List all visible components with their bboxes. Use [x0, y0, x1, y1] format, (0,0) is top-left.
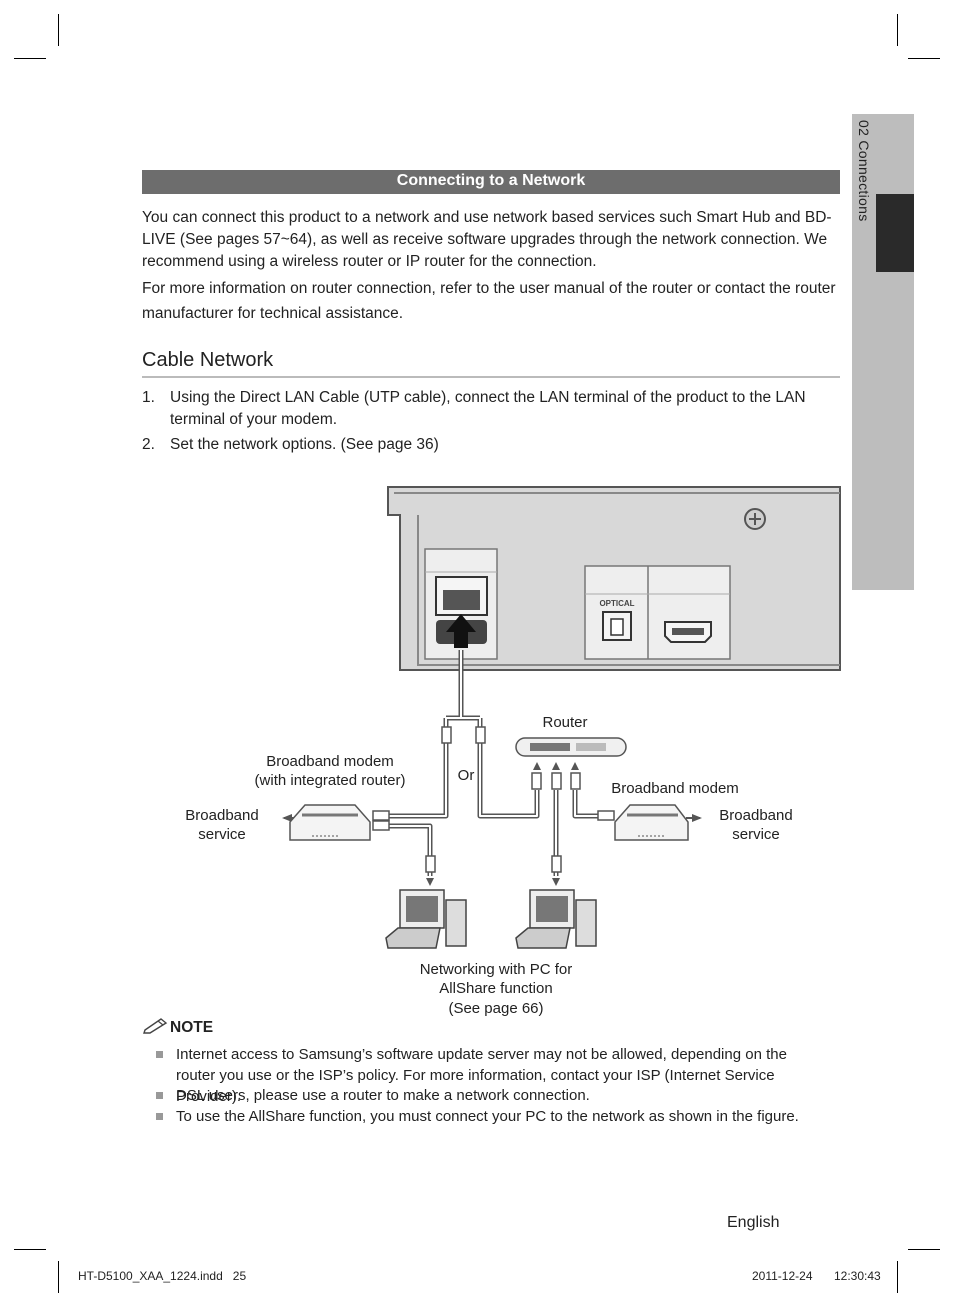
- crop-mark: [897, 1261, 898, 1293]
- lan-cable: [383, 650, 605, 876]
- intro-paragraph-2: For more information on router connectio…: [142, 280, 836, 322]
- pc-icon: [385, 889, 467, 949]
- chapter-label: 02 Connections: [856, 120, 872, 222]
- broadband-service-left-line1: Broadband: [185, 807, 259, 824]
- pc-caption-line2: AllShare function: [439, 980, 553, 997]
- crop-mark: [908, 58, 940, 59]
- note-pencil-icon: [143, 1018, 168, 1034]
- chapter-marker: [876, 194, 914, 272]
- modem-integrated-label-line2: (with integrated router): [254, 772, 406, 789]
- optical-port-icon: [602, 611, 632, 641]
- bullet-icon: [156, 1051, 163, 1058]
- note-item: DSL users, please use a router to make a…: [156, 1085, 826, 1106]
- note-text: DSL users, please use a router to make a…: [176, 1087, 590, 1104]
- broadband-service-right-line2: service: [732, 826, 780, 843]
- chapter-side-tab: 02 Connections: [852, 114, 914, 590]
- step-text: Using the Direct LAN Cable (UTP cable), …: [170, 389, 806, 428]
- footer-date: 2011-12-24: [752, 1269, 813, 1283]
- note-text: Internet access to Samsung’s software up…: [176, 1046, 787, 1105]
- crop-mark: [14, 58, 46, 59]
- step-item: 2. Set the network options. (See page 36…: [142, 434, 822, 456]
- note-text: To use the AllShare function, you must c…: [176, 1108, 799, 1125]
- or-label: Or: [457, 767, 475, 784]
- bullet-icon: [156, 1113, 163, 1120]
- crop-mark: [908, 1249, 940, 1250]
- note-title-text: NOTE: [170, 1019, 214, 1036]
- pc-icon: [515, 889, 597, 949]
- router-icon: [515, 737, 627, 757]
- optical-port-label: OPTICAL: [599, 599, 634, 608]
- broadband-service-left-line2: service: [198, 826, 246, 843]
- broadband-modem-label: Broadband modem: [611, 780, 739, 797]
- note-title: NOTE: [170, 1019, 213, 1037]
- broadband-service-right-line1: Broadband: [719, 807, 793, 824]
- crop-mark: [58, 14, 59, 46]
- section-title: Connecting to a Network: [142, 170, 840, 194]
- pc-caption-line3: (See page 66): [448, 1000, 544, 1017]
- modem-integrated-label-line1: Broadband modem: [266, 753, 394, 770]
- step-number: 2.: [142, 436, 155, 453]
- crop-mark: [14, 1249, 46, 1250]
- cable-network-heading: Cable Network: [142, 349, 840, 378]
- step-number: 1.: [142, 389, 155, 406]
- note-item: To use the AllShare function, you must c…: [156, 1106, 826, 1127]
- crop-mark: [897, 14, 898, 46]
- footer-time: 12:30:43: [834, 1269, 881, 1283]
- modem-integrated-router-icon: [289, 804, 371, 841]
- bullet-icon: [156, 1092, 163, 1099]
- footer-file: HT-D5100_XAA_1224.indd 25: [78, 1269, 247, 1283]
- router-label: Router: [542, 714, 588, 731]
- intro-paragraph-1: You can connect this product to a networ…: [142, 209, 832, 270]
- rj45-connector-icon: [372, 726, 615, 873]
- note-item: Internet access to Samsung’s software up…: [156, 1044, 826, 1105]
- pc-caption-line1: Networking with PC for: [419, 961, 573, 978]
- hdmi-port-icon: [664, 621, 712, 643]
- step-item: 1. Using the Direct LAN Cable (UTP cable…: [142, 387, 822, 433]
- screw-icon: [744, 508, 766, 530]
- crop-mark: [58, 1261, 59, 1293]
- page-language: English: [727, 1214, 780, 1231]
- connection-arrow-icon: [446, 614, 476, 648]
- step-text: Set the network options. (See page 36): [170, 436, 439, 453]
- modem-icon: [614, 804, 689, 841]
